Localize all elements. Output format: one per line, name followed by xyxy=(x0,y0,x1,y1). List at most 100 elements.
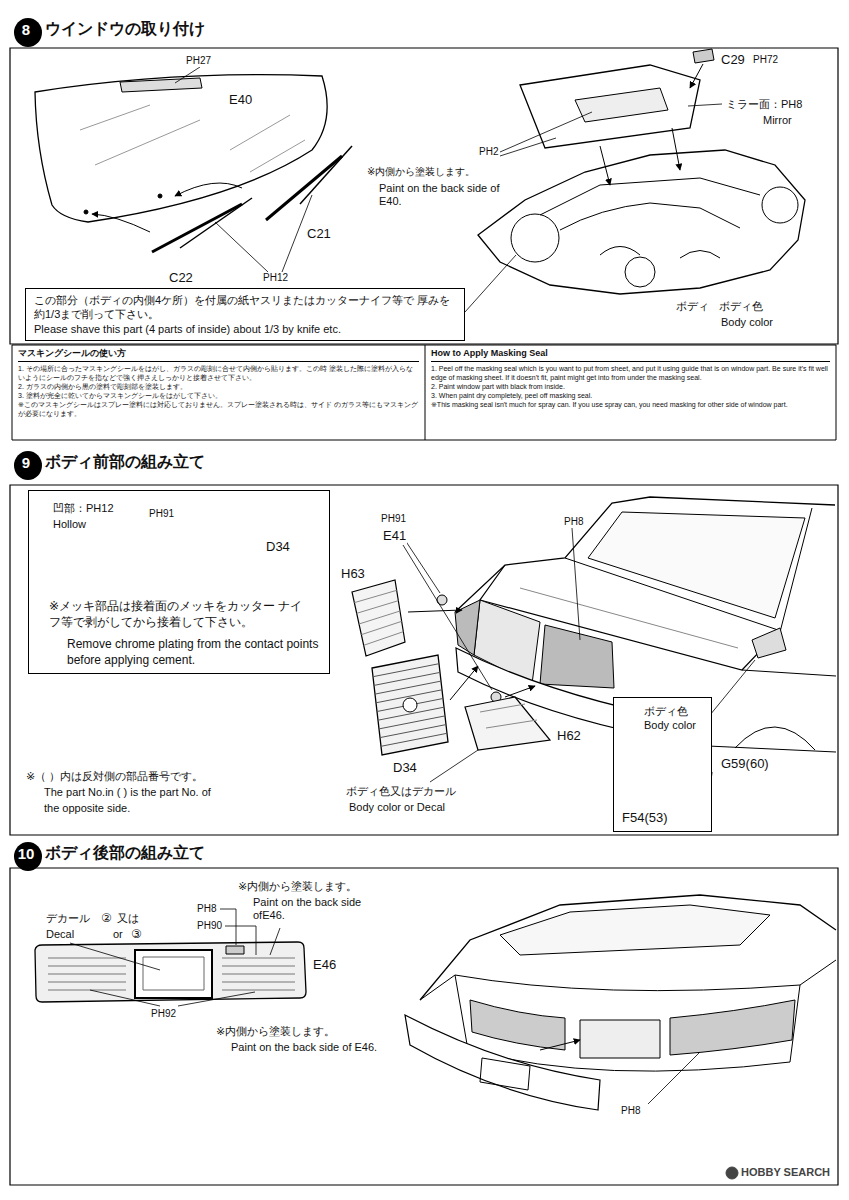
lens-line xyxy=(486,720,537,728)
step-heading: ボディ前部の組み立て xyxy=(45,452,205,473)
fit-arrow xyxy=(450,666,478,700)
door-mirror xyxy=(752,628,786,658)
note-text: ※内側から塗装します。 xyxy=(237,880,358,893)
dash-line xyxy=(560,203,740,230)
note-text: or xyxy=(112,928,124,941)
glass-shine xyxy=(250,140,305,172)
fit-arrow xyxy=(672,128,680,170)
table-text: 1. Peel off the masking seal which is yo… xyxy=(431,364,830,382)
detail-box: ボディ色 Body colorG59(60)F54(53) xyxy=(613,697,712,832)
leader-line xyxy=(175,67,200,83)
leader-line xyxy=(225,926,256,955)
note-text: ② xyxy=(100,911,113,925)
leader-line xyxy=(688,104,722,106)
step-number: 8ウインドウの取り付け xyxy=(14,18,42,47)
note-text: ミラー面：PH8 xyxy=(725,98,803,111)
note-text: ※メッキ部品は接着面のメッキをカッター ナイフ等で剥がしてから接着して下さい。 xyxy=(49,599,311,630)
garnish-slot xyxy=(222,966,295,967)
garnish-slot xyxy=(48,958,126,959)
leader-line xyxy=(270,928,280,955)
leader-line xyxy=(500,112,592,152)
wiper-pivot xyxy=(158,194,162,198)
note-text: ボディ色 xyxy=(718,300,764,313)
fit-arrow xyxy=(505,686,535,697)
car-roofline xyxy=(420,895,836,1000)
wiper-arm xyxy=(152,204,242,252)
grille-bar xyxy=(381,733,447,746)
wheel-arch xyxy=(735,727,815,750)
garnish-slot xyxy=(48,982,126,983)
lens-line xyxy=(354,590,396,602)
license-lamp xyxy=(226,946,244,954)
garnish-slot xyxy=(222,990,295,991)
leader-line xyxy=(405,540,440,593)
license-garnish xyxy=(35,942,306,1002)
step-heading: ウインドウの取り付け xyxy=(45,19,205,40)
part-number: C22 xyxy=(168,270,194,286)
section-frame xyxy=(10,485,838,835)
paint-callout: PH8 xyxy=(563,516,584,528)
wiper-pivot xyxy=(84,210,88,214)
note-text: デカール xyxy=(45,912,91,925)
note-text: この部分（ボディの内側4ケ所）を付属の紙ヤスリまたはカッターナイフ等で 厚みを約… xyxy=(34,293,456,322)
body-side xyxy=(708,746,836,752)
part-number: H63 xyxy=(340,566,366,582)
leader-line xyxy=(648,1052,700,1104)
paint-callout: PH12 xyxy=(262,272,289,284)
leader-line xyxy=(465,255,516,312)
window-opening xyxy=(540,178,760,215)
leader-line xyxy=(90,990,160,1006)
table-text: ※このマスキングシールはスプレー塗料には対応しておりません。スプレー塗装される時… xyxy=(18,400,419,418)
glass-shine xyxy=(230,115,290,150)
paint-callout: PH91 xyxy=(380,513,407,525)
headlamp-recess xyxy=(540,625,614,688)
note-text: ※内側から塗装します。 xyxy=(366,166,476,178)
rear-window xyxy=(500,905,770,955)
glass-frame xyxy=(575,88,668,122)
plate-recess xyxy=(580,1020,660,1058)
fit-arrow xyxy=(600,146,610,185)
table-frame xyxy=(12,345,836,440)
note-text: ③ xyxy=(130,927,143,941)
paint-callout: PH92 xyxy=(150,1008,177,1020)
leader-line xyxy=(430,750,478,782)
plate-area xyxy=(143,957,204,990)
section-frame xyxy=(10,48,838,344)
watermark: HOBBY SEARCH xyxy=(740,1166,831,1179)
leader-line xyxy=(215,222,268,272)
paint-callout: PH90 xyxy=(196,920,223,932)
note-text: Decal xyxy=(45,928,75,941)
wiper-arm xyxy=(266,156,342,220)
trunk-line xyxy=(420,960,836,1000)
step-number-text: 10 xyxy=(14,842,38,866)
note-text: Paint on the back side of E46. xyxy=(230,1041,378,1054)
fit-arrow xyxy=(175,183,242,196)
note-text: Paint on the back side ofE46. xyxy=(252,896,372,922)
detail-box: 凹部：PH12HollowPH91D34※メッキ部品は接着面のメッキをカッター … xyxy=(28,490,330,674)
grille-part xyxy=(372,655,448,755)
note-box: この部分（ボディの内側4ケ所）を付属の紙ヤスリまたはカッターナイフ等で 厚みを約… xyxy=(25,288,465,341)
step-heading: ボディ後部の組み立て xyxy=(45,843,205,864)
note-text: 又は xyxy=(116,912,140,925)
table-heading: How to Apply Masking Seal xyxy=(431,348,830,362)
leader-line xyxy=(70,943,160,970)
part-number: C29 xyxy=(720,52,746,68)
step-number-text: 9 xyxy=(14,451,38,475)
part-number: H62 xyxy=(556,728,582,744)
lens-line xyxy=(361,621,401,634)
fit-arrow xyxy=(540,1040,580,1050)
table-text: 3. 塗料が完全に乾いてからマスキングシールをはがして下さい。 xyxy=(18,391,419,400)
note-text: ボディ色又はデカール xyxy=(345,785,457,798)
lens-line xyxy=(364,632,404,646)
detail-circle xyxy=(762,187,798,223)
table-text: 3. When paint dry completely, peel off m… xyxy=(431,391,830,400)
note-text: the opposite side. xyxy=(43,802,131,815)
plate-frame xyxy=(135,950,212,998)
detail-circle xyxy=(511,214,559,262)
part-number: F54(53) xyxy=(622,810,668,827)
table-divider xyxy=(425,345,426,440)
garnish-slot xyxy=(48,966,126,967)
garnish-slot xyxy=(48,974,126,975)
part-number: E46 xyxy=(312,957,337,973)
